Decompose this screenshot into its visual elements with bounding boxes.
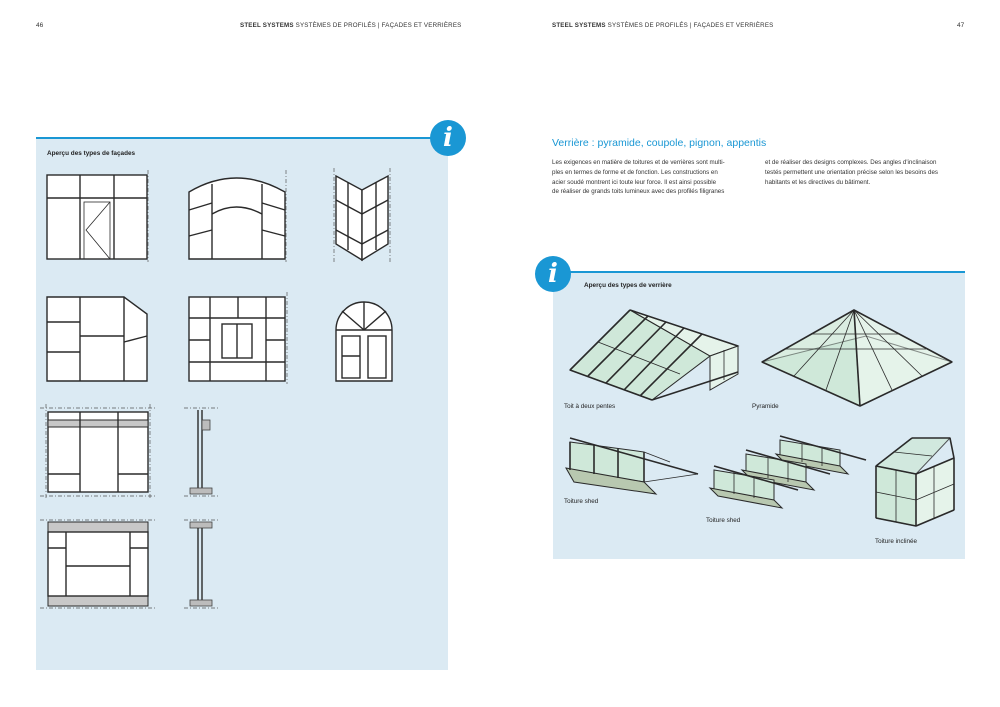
facade-section-drawing [184, 407, 218, 497]
facade-grid-drawing [188, 292, 288, 384]
pyramid-roof-drawing [760, 309, 954, 407]
caption-lean-to: Toiture inclinée [875, 538, 918, 545]
lean-to-roof-drawing [874, 437, 955, 527]
info-icon: i [535, 256, 571, 292]
caption-pyramid: Pyramide [752, 403, 779, 410]
article-col1-line: de réaliser de grands toits lumineux ave… [552, 188, 725, 196]
facade-door-drawing [46, 170, 149, 262]
running-header-left: STEEL SYSTEMS SYSTÈMES DE PROFILÉS | FAÇ… [240, 22, 462, 29]
article-col2-line: testés permettent une orientation précis… [765, 168, 939, 176]
facades-panel-title: Aperçu des types de façades [47, 150, 136, 157]
shed-roof-stacked-drawing [708, 435, 867, 509]
article-column-1: Les exigences en matière de toitures et … [552, 158, 757, 197]
facade-roundtop-drawing [335, 301, 393, 382]
facade-corner-drawing [333, 168, 391, 264]
verriere-panel-rule [553, 271, 965, 273]
caption-shed-1: Toiture shed [564, 498, 599, 505]
gable-roof-drawing [569, 309, 740, 401]
facade-arch-drawing [188, 170, 287, 262]
running-header-brand-right: STEEL SYSTEMS [552, 22, 606, 29]
article-heading: Verrière : pyramide, coupole, pignon, ap… [552, 137, 767, 149]
running-header-section: SYSTÈMES DE PROFILÉS | FAÇADES ET VERRIÈ… [293, 22, 462, 29]
running-header-right: STEEL SYSTEMS SYSTÈMES DE PROFILÉS | FAÇ… [552, 22, 774, 29]
running-header-brand: STEEL SYSTEMS [240, 22, 294, 29]
facade-storey-drawing [40, 404, 156, 500]
article-col2-line: et de réaliser des designs complexes. De… [765, 159, 937, 166]
shed-roof-drawing [565, 437, 699, 495]
running-header-section-right: SYSTÈMES DE PROFILÉS | FAÇADES ET VERRIÈ… [605, 22, 774, 29]
facade-transom-drawing [40, 519, 156, 609]
article-col2-line: habitants et les directives du bâtiment. [765, 178, 871, 186]
article-col1-line: acier soudé montrent ici toute leur forc… [552, 178, 717, 186]
article-column-2: et de réaliser des designs complexes. De… [765, 158, 970, 187]
facades-panel-rule [36, 137, 448, 139]
caption-shed-2: Toiture shed [706, 517, 741, 524]
page-number-left: 46 [36, 22, 44, 29]
facade-section2-drawing [184, 519, 218, 609]
page-number-right: 47 [957, 22, 965, 29]
caption-gable: Toit à deux pentes [564, 403, 616, 410]
verriere-panel-title: Aperçu des types de verrière [584, 282, 672, 289]
article-col1-line: ples en termes de forme et de fonction. … [552, 168, 718, 176]
info-icon: i [430, 120, 466, 156]
article-col1-line: Les exigences en matière de toitures et … [552, 159, 725, 166]
facade-sloped-drawing [46, 296, 148, 382]
